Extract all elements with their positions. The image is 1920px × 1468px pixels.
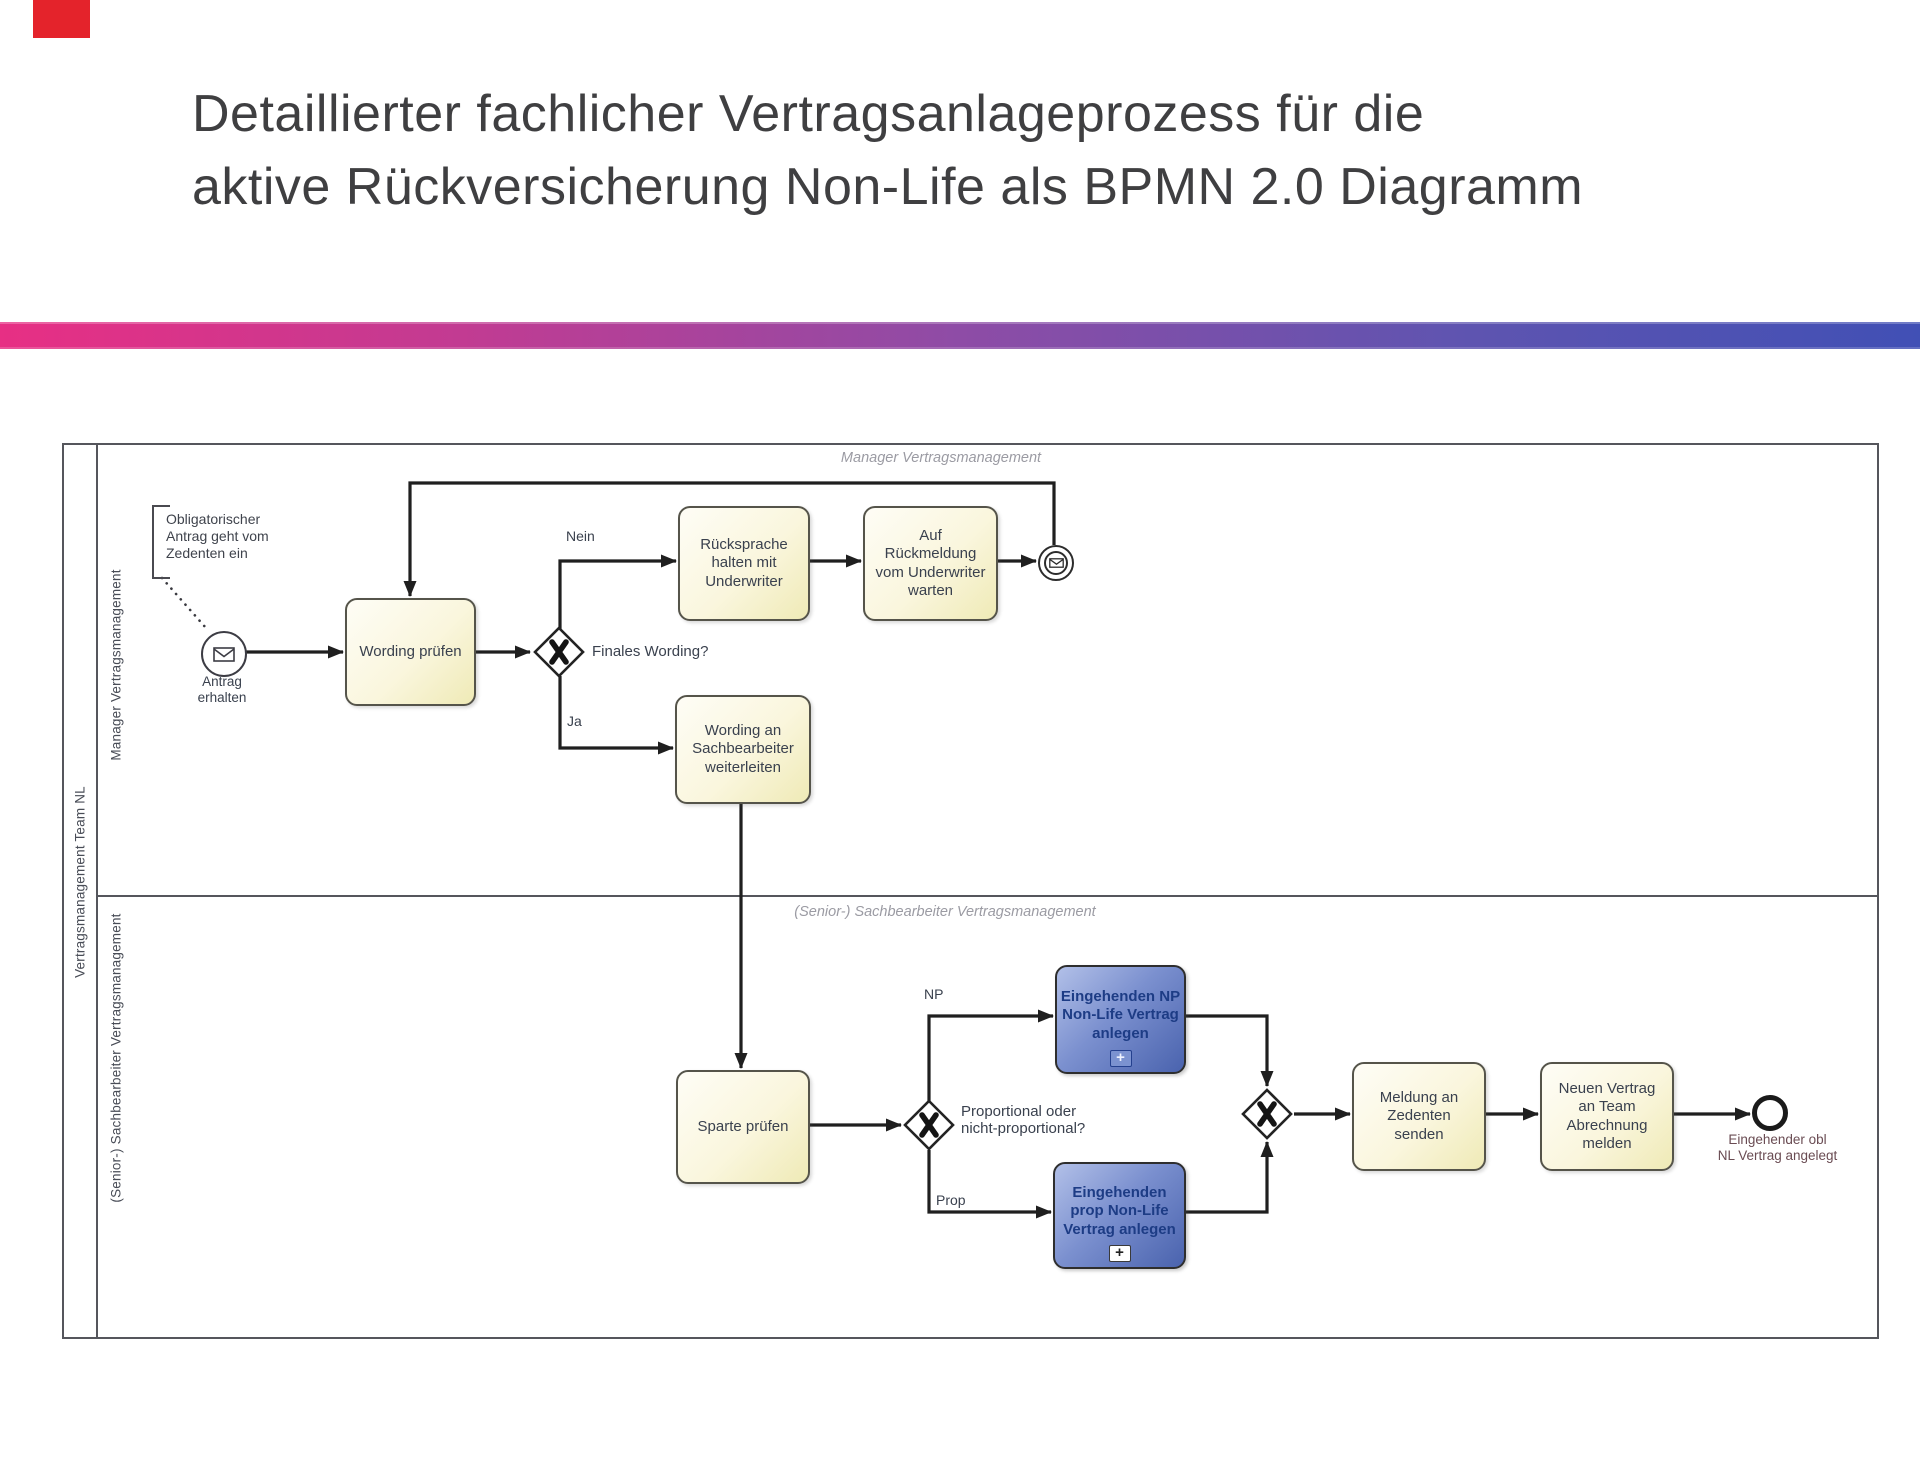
task-wording-weiterleiten: Wording an Sachbearbeiter weiterleiten (675, 695, 811, 804)
lane2-header: (Senior-) Sachbearbeiter Vertragsmanagem… (794, 904, 1096, 920)
flow-label-np: NP (924, 986, 944, 1002)
page-title: Detaillierter fachlicher Vertragsanlagep… (192, 78, 1792, 224)
start-event (201, 631, 247, 677)
message-intermediate-event (1038, 545, 1074, 581)
end-event-label: Eingehender obl NL Vertrag angelegt (1717, 1132, 1838, 1163)
task-meldung: Meldung an Zedenten senden (1352, 1062, 1486, 1171)
gateway-proportional-label: Proportional oder nicht-proportional? (961, 1103, 1086, 1138)
flow-label-prop: Prop (936, 1192, 966, 1208)
task-ruecksprache: Rücksprache halten mit Underwriter (678, 506, 810, 621)
pool-lane-separator (96, 443, 98, 1337)
envelope-icon (213, 646, 235, 662)
task-sparte-pruefen-label: Sparte prüfen (697, 1117, 789, 1135)
gateway-proportional (903, 1099, 955, 1151)
task-neuer-vertrag: Neuen Vertrag an Team Abrechnung melden (1540, 1062, 1674, 1171)
gateway-finales-wording-label: Finales Wording? (592, 643, 709, 660)
task-meldung-label: Meldung an Zedenten senden (1379, 1089, 1459, 1143)
plus-icon: + (1109, 1049, 1132, 1067)
task-wording-pruefen-label: Wording prüfen (359, 642, 462, 660)
xor-gateway-icon (903, 1099, 955, 1151)
task-neuer-vertrag-label: Neuen Vertrag an Team Abrechnung melden (1558, 1079, 1656, 1152)
task-wording-pruefen: Wording prüfen (345, 598, 476, 706)
subprocess-np-vertrag-label: Eingehenden NP Non-Life Vertrag anlegen (1060, 988, 1181, 1042)
lane-divider (97, 895, 1877, 897)
end-event (1752, 1095, 1788, 1131)
pool-label: Vertragsmanagement Team NL (72, 786, 88, 978)
gateway-finales-wording (533, 626, 585, 678)
gateway-merge (1241, 1088, 1293, 1140)
gradient-divider-bar (0, 322, 1920, 349)
task-auf-rueckmeldung-label: Auf Rückmeldung vom Underwriter warten (875, 526, 986, 599)
xor-gateway-icon (1241, 1088, 1293, 1140)
flow-label-nein: Nein (566, 528, 595, 544)
lane2-label: (Senior-) Sachbearbeiter Vertragsmanagem… (108, 913, 124, 1203)
annotation-bracket (152, 505, 170, 579)
lane1-label: Manager Vertragsmanagement (108, 569, 124, 761)
start-event-label: Antrag erhalten (197, 674, 247, 705)
task-ruecksprache-label: Rücksprache halten mit Underwriter (700, 536, 788, 590)
subprocess-prop-vertrag: Eingehenden prop Non-Life Vertrag anlege… (1053, 1162, 1186, 1269)
annotation-text: Obligatorischer Antrag geht vom Zedenten… (166, 511, 269, 561)
xor-gateway-icon (533, 626, 585, 678)
page-title-line1: Detaillierter fachlicher Vertragsanlagep… (192, 85, 1425, 143)
task-auf-rueckmeldung: Auf Rückmeldung vom Underwriter warten (863, 506, 998, 621)
subprocess-np-vertrag: Eingehenden NP Non-Life Vertrag anlegen … (1055, 965, 1186, 1074)
subprocess-prop-vertrag-label: Eingehenden prop Non-Life Vertrag anlege… (1063, 1184, 1176, 1238)
flow-label-ja: Ja (567, 713, 582, 729)
lane1-header: Manager Vertragsmanagement (840, 450, 1042, 466)
envelope-icon (1048, 558, 1064, 568)
task-sparte-pruefen: Sparte prüfen (676, 1070, 810, 1184)
message-intermediate-inner-circle (1044, 551, 1068, 575)
task-wording-weiterleiten-label: Wording an Sachbearbeiter weiterleiten (692, 722, 794, 776)
page-title-line2: aktive Rückversicherung Non-Life als BPM… (192, 158, 1584, 216)
plus-icon: + (1108, 1244, 1131, 1262)
red-accent-mark (33, 0, 90, 38)
